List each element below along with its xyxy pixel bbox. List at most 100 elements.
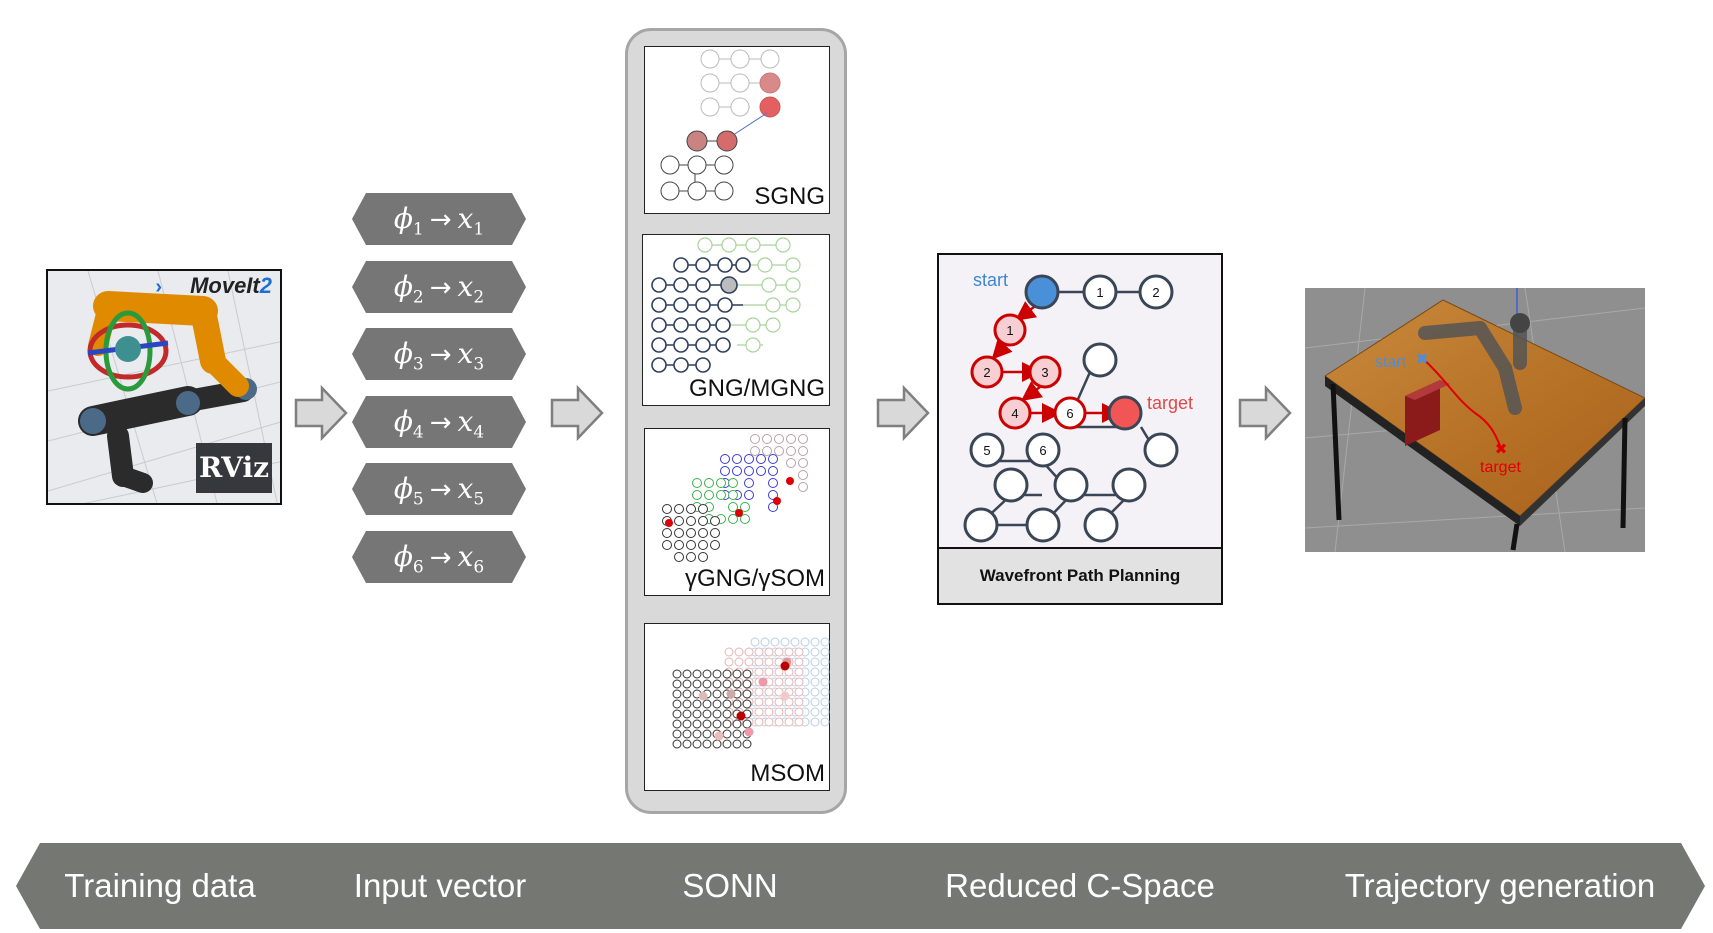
- msom-node: [682, 709, 692, 719]
- gamma-graph: [662, 434, 808, 562]
- node-label: 4: [1011, 406, 1018, 421]
- msom-node: [784, 717, 794, 727]
- x-symbol: x: [457, 472, 474, 505]
- target-label: target: [1147, 393, 1193, 413]
- x-index: 4: [473, 422, 485, 443]
- msom-node: [742, 689, 752, 699]
- flow-arrow-3: [876, 384, 930, 442]
- stage-label-cspace: Reduced C-Space: [945, 867, 1215, 904]
- phi-index: 5: [412, 489, 424, 510]
- msom-node: [692, 699, 702, 709]
- msom-node: [672, 669, 682, 679]
- msom-node: [742, 669, 752, 679]
- msom-node: [754, 667, 764, 677]
- x-index: 1: [473, 219, 485, 240]
- msom-node: [770, 637, 780, 647]
- msom-graph: [672, 637, 830, 749]
- trajectory-start-label: start: [1375, 354, 1407, 371]
- msom-node: [780, 661, 790, 671]
- phi-symbol: ϕ: [393, 405, 413, 438]
- start-label: start: [973, 270, 1008, 290]
- msom-node: [774, 667, 784, 677]
- phi-symbol: ϕ: [393, 270, 413, 303]
- msom-node: [742, 739, 752, 749]
- msom-node: [780, 637, 790, 647]
- msom-node: [810, 717, 820, 727]
- msom-node: [734, 657, 744, 667]
- msom-node: [810, 687, 820, 697]
- msom-node: [682, 719, 692, 729]
- msom-node: [722, 739, 732, 749]
- msom-node: [712, 699, 722, 709]
- msom-node: [764, 697, 774, 707]
- x-symbol: x: [457, 270, 474, 303]
- msom-node: [764, 717, 774, 727]
- phi-symbol: ϕ: [393, 202, 413, 235]
- msom-node: [672, 699, 682, 709]
- msom-node: [764, 687, 774, 697]
- msom-node: [754, 707, 764, 717]
- msom-node: [712, 689, 722, 699]
- msom-node: [774, 717, 784, 727]
- msom-node: [744, 657, 754, 667]
- msom-node: [698, 691, 708, 701]
- msom-node: [712, 709, 722, 719]
- msom-node: [736, 711, 746, 721]
- msom-node: [682, 739, 692, 749]
- phi-index: 3: [412, 354, 424, 375]
- input-chip-6: ϕ6→x6: [352, 531, 526, 583]
- msom-node: [794, 697, 804, 707]
- msom-node: [794, 707, 804, 717]
- msom-node: [774, 697, 784, 707]
- sgng-graph: [660, 49, 781, 201]
- msom-node: [774, 647, 784, 657]
- msom-node: [820, 707, 830, 717]
- msom-node: [692, 719, 702, 729]
- chip-shape: [352, 261, 526, 313]
- msom-node: [764, 667, 774, 677]
- node-label: 3: [1041, 365, 1048, 380]
- msom-node: [702, 719, 712, 729]
- x-index: 5: [473, 489, 485, 510]
- phi-symbol: ϕ: [393, 540, 413, 573]
- trajectory-target-label: target: [1480, 459, 1521, 476]
- robot-arm-illustration: [48, 271, 280, 503]
- node-label: 6: [1066, 406, 1073, 421]
- msom-node: [712, 679, 722, 689]
- wavefront-graph: 1 2 1 2 3 4 6 5 6 start target: [963, 270, 1193, 543]
- msom-node: [692, 679, 702, 689]
- msom-node: [784, 677, 794, 687]
- msom-node: [682, 689, 692, 699]
- flow-arrow-4: [1238, 384, 1292, 442]
- msom-node: [820, 637, 830, 647]
- gng-graph: [651, 237, 801, 373]
- map-arrow: →: [429, 408, 452, 438]
- map-arrow: →: [429, 475, 452, 505]
- msom-node: [672, 679, 682, 689]
- msom-node: [682, 679, 692, 689]
- map-arrow: →: [429, 273, 452, 303]
- msom-node: [794, 717, 804, 727]
- msom-node: [712, 739, 722, 749]
- msom-node: [712, 719, 722, 729]
- msom-node: [810, 657, 820, 667]
- msom-node: [726, 689, 736, 699]
- node-label: 1: [1006, 323, 1013, 338]
- msom-node: [810, 677, 820, 687]
- phi-index: 6: [412, 557, 424, 578]
- input-chip-4: ϕ4→x4: [352, 396, 526, 448]
- msom-node: [794, 687, 804, 697]
- msom-node: [732, 679, 742, 689]
- msom-node: [820, 677, 830, 687]
- msom-node: [702, 739, 712, 749]
- msom-node: [724, 647, 734, 657]
- msom-node: [692, 729, 702, 739]
- msom-node: [692, 709, 702, 719]
- msom-node: [732, 739, 742, 749]
- wavefront-graph-panel: 1 2 1 2 3 4 6 5 6 start target: [937, 253, 1223, 549]
- msom-node: [732, 729, 742, 739]
- msom-node: [754, 687, 764, 697]
- msom-node: [732, 719, 742, 729]
- x-index: 2: [473, 287, 485, 308]
- chip-shape: [352, 328, 526, 380]
